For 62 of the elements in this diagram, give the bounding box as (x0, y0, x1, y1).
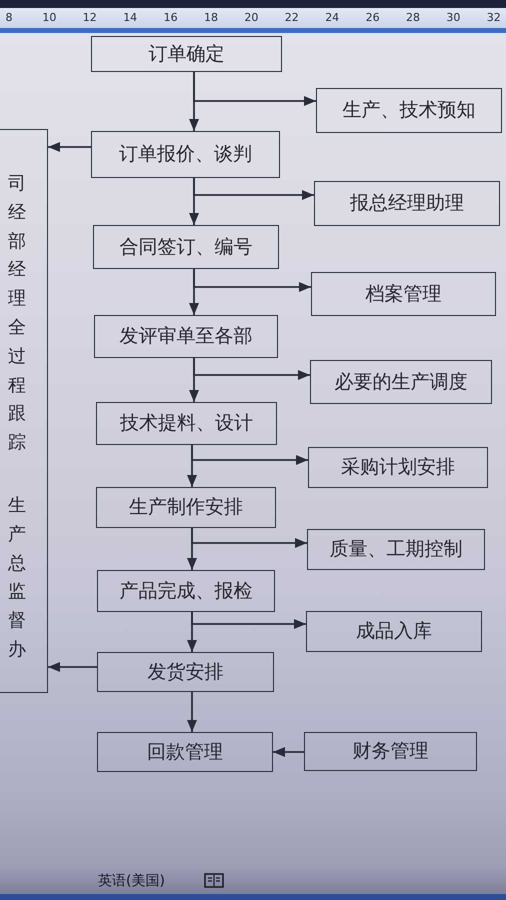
process-box (91, 36, 282, 72)
process-box (97, 652, 274, 692)
ruler-number: 22 (284, 11, 299, 24)
process-box (310, 360, 492, 404)
ruler-number: 28 (406, 11, 420, 24)
process-box (307, 529, 485, 570)
ruler-number: 32 (486, 11, 501, 24)
process-box (304, 732, 477, 771)
box-label: 合同签订、编号 (120, 236, 252, 258)
ruler-number: 24 (325, 11, 340, 24)
arrow (193, 358, 310, 380)
ruler-number: 20 (244, 11, 258, 24)
box-label: 必要的生产调度 (334, 370, 468, 394)
arrow (273, 747, 304, 757)
process-box (97, 732, 273, 772)
box-label: 报总经理助理 (350, 192, 464, 215)
box-label: 财务管理 (352, 740, 428, 763)
arrow (48, 142, 91, 152)
box-label: 发评审单至各部 (120, 325, 252, 348)
process-box (316, 88, 502, 133)
ruler-number: 30 (446, 11, 460, 24)
note-box (0, 129, 48, 693)
arrow (193, 178, 314, 200)
ruler-number: 18 (204, 11, 218, 24)
box-label: 生产制作安排 (129, 496, 243, 519)
ruler-number: 16 (164, 11, 178, 24)
ruler-number: 12 (82, 11, 97, 24)
arrow (187, 692, 197, 732)
box-label: 产品完成、报检 (120, 580, 252, 602)
process-box (308, 447, 488, 488)
box-label: 回款管理 (147, 740, 223, 764)
process-box (93, 225, 279, 269)
vertical-text: 生产总监督办 (8, 494, 26, 662)
box-label: 采购计划安排 (341, 456, 455, 479)
arrow (191, 612, 306, 629)
ruler-number: 26 (366, 11, 380, 24)
box-label: 技术提料、设计 (120, 412, 253, 435)
process-box (314, 181, 500, 226)
box-label: 成品入库 (356, 620, 432, 643)
language-indicator: 英语(美国) (98, 873, 165, 889)
ruler-number: 8 (6, 11, 12, 24)
process-box (91, 131, 280, 178)
box-label: 质量、工期控制 (330, 538, 462, 561)
box-label: 订单确定 (148, 42, 224, 66)
ruler-number: 10 (42, 11, 56, 24)
box-label: 订单报价、谈判 (119, 143, 252, 166)
process-box (96, 487, 276, 528)
box-label: 档案管理 (366, 282, 442, 306)
process-box (94, 315, 278, 358)
process-box (97, 570, 275, 612)
arrow (193, 72, 316, 106)
arrow (48, 662, 97, 672)
ruler-number: 14 (123, 11, 138, 24)
process-box (311, 272, 496, 316)
process-box (96, 402, 277, 445)
box-label: 生产、技术预知 (342, 99, 476, 122)
arrow (193, 269, 311, 292)
box-label: 发货安排 (148, 660, 224, 684)
vertical-text: 司经部经理全过程跟踪 (8, 172, 26, 456)
arrow (191, 528, 307, 548)
process-box (306, 611, 482, 652)
arrow (191, 445, 308, 465)
